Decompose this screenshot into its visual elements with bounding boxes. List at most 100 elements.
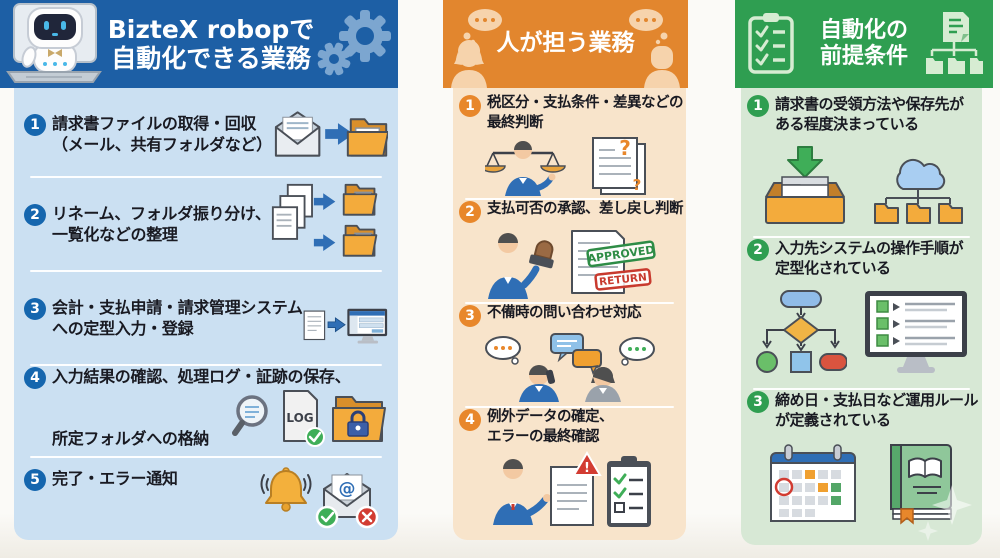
divider [30, 364, 382, 366]
arrow-right-icon [324, 123, 354, 145]
log-label: LOG [286, 411, 313, 425]
list-item: 3 不備時の問い合わせ対応 [459, 304, 680, 406]
column-automatable-title: BizteX robopで 自動化できる業務 [6, 15, 393, 74]
deadline-circle [774, 477, 793, 496]
gears-icon [317, 10, 391, 76]
item-text: 4 入力結果の確認、処理ログ・証跡の保存、 [24, 366, 388, 389]
step-badge: 3 [747, 391, 769, 413]
step-badge: 3 [459, 305, 481, 327]
divider [30, 270, 382, 272]
calendar-icon [769, 444, 856, 522]
item-text: 1 請求書の受領方法や保存先が ある程度決まっている [747, 94, 976, 135]
item-line: への定型入力・登録 [52, 319, 194, 338]
title-line: BizteX robopで [107, 14, 315, 44]
item-text: 3 会計・支払申請・請求管理システム への定型入力・登録 [24, 297, 303, 340]
list-item: 2 入力先システムの操作手順が 定型化されている [747, 238, 976, 388]
item-text: 1 税区分・支払条件・差異などの 最終判断 [459, 94, 684, 133]
item-line: 定型化されている [775, 259, 891, 278]
step-badge: 2 [459, 201, 481, 223]
docs-to-folders-icon [271, 183, 377, 257]
checklist-clipboard-icon [606, 455, 651, 527]
divider [30, 176, 382, 178]
divider [753, 388, 970, 390]
step-badge: 2 [24, 203, 46, 226]
title-line: 自動化の [819, 18, 908, 44]
log-file-icon: LOG [283, 390, 325, 447]
stamped-document-icon: APPROVED RETURN [570, 229, 656, 294]
step-badge: 1 [459, 95, 481, 117]
robot-laptop-icon [6, 3, 102, 83]
speech-bubbles-icon [484, 332, 655, 375]
item-line: 入力結果の確認、処理ログ・証跡の保存、 [52, 367, 351, 386]
item-text: 4 例外データの確定、 エラーの最終確認 [459, 408, 680, 447]
approval-icons: APPROVED RETURN [487, 229, 656, 299]
list-item: 1 税区分・支払条件・差異などの 最終判断 [459, 94, 684, 198]
male-silhouette-icon [629, 9, 680, 88]
bookmark-icon [899, 508, 914, 525]
divider [465, 406, 674, 408]
scales-person-icon [484, 140, 566, 196]
email-status-icon: @ [315, 473, 379, 529]
pointing-person-icon [492, 458, 551, 525]
item-line: 例外データの確定、 [487, 409, 614, 425]
title-line: 自動化できる業務 [111, 44, 311, 73]
folder-with-doc-icon [342, 183, 377, 216]
checklist-monitor-icon [864, 291, 967, 374]
rulebook-icon [889, 443, 952, 525]
phone-call-people-icon [484, 332, 655, 402]
step-badge: 1 [747, 95, 769, 117]
error-document-icon: ! [549, 450, 602, 526]
document-icon [303, 310, 325, 341]
magnifier-icon [232, 395, 268, 436]
step-badge: 3 [24, 297, 46, 320]
item-line: 一覧化などの整理 [52, 225, 178, 244]
stamp-person-icon [487, 232, 554, 299]
item-line: リネーム、フォルダ振り分け、 [52, 203, 271, 223]
item-line: 税区分・支払条件・差異などの [487, 95, 684, 111]
step-badge: 1 [24, 113, 46, 136]
checklist-clipboard-icon [748, 13, 794, 74]
at-sign: @ [339, 479, 356, 499]
woman-silhouette [584, 366, 621, 402]
list-item: 1 請求書ファイルの取得・回収 （メール、共有フォルダなど） [24, 92, 388, 176]
divider [30, 456, 382, 458]
step-badge: 4 [459, 409, 481, 431]
divider [753, 236, 970, 238]
item-line: 所定フォルダへの格納 [52, 428, 210, 448]
question-documents-icon: ? ? [591, 136, 646, 195]
column-human-tasks-header: 人が担う業務 [443, 0, 688, 88]
bell-icon [260, 467, 312, 512]
title-line: 人が担う業務 [496, 30, 635, 57]
folder-icon [346, 118, 388, 157]
item-line: 支払可否の承認、差し戻し判断 [487, 201, 684, 217]
man-on-phone [518, 364, 559, 402]
arrow-right-icon [327, 317, 346, 333]
item-line: ある程度決まっている [775, 115, 919, 134]
approved-stamp: APPROVED [585, 239, 656, 267]
question-mark: ? [632, 176, 641, 194]
arrow-right-icon [313, 193, 335, 211]
notification-icon: @ [260, 467, 379, 529]
divider [465, 302, 674, 304]
folder-with-doc-icon [342, 224, 377, 257]
column-prerequisites-header: 自動化の 前提条件 [735, 0, 993, 88]
item-text: 2 入力先システムの操作手順が 定型化されている [747, 238, 976, 279]
list-item: 5 完了・エラー通知 @ [24, 458, 388, 534]
step-badge: 4 [24, 367, 46, 389]
step-badge: 2 [747, 239, 769, 261]
doc-to-system-icon [303, 308, 387, 344]
title-line: 前提条件 [819, 44, 908, 69]
column-human-tasks-panel: 1 税区分・支払条件・差異などの 最終判断 [453, 88, 686, 540]
list-item: 3 締め日・支払日など運用ルール が定義されている [747, 390, 979, 537]
sitemap-icon [926, 12, 983, 74]
inbox-tray-icon [764, 146, 845, 225]
item-line: 請求書ファイルの取得・回収 [52, 113, 257, 133]
item-line: 締め日・支払日など運用ルール [775, 391, 979, 409]
system-form-monitor-icon [347, 308, 387, 344]
return-stamp: RETURN [593, 267, 652, 291]
item-line: が定義されている [775, 411, 891, 430]
item-text: 3 不備時の問い合わせ対応 [459, 304, 680, 327]
list-item: 3 会計・支払申請・請求管理システム への定型入力・登録 [24, 272, 388, 364]
item-text: 1 請求書ファイルの取得・回収 （メール、共有フォルダなど） [24, 113, 272, 156]
